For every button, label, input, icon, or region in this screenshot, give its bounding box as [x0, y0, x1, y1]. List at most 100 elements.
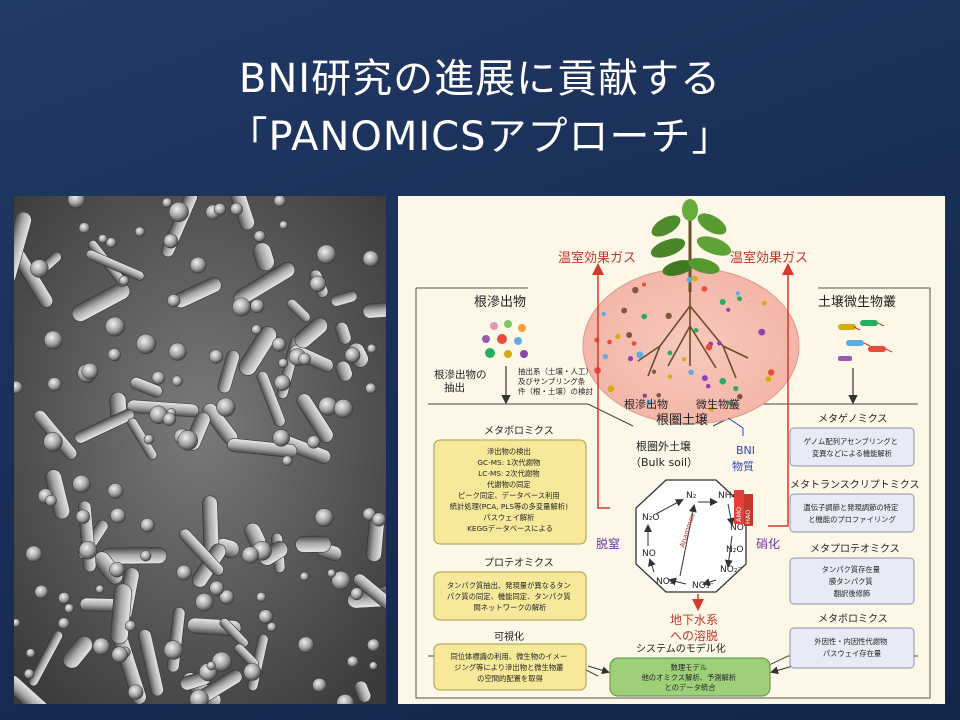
slide-title: BNI研究の進展に貢献する 「PANOMICSアプローチ」: [0, 50, 960, 166]
bni-substance-label: BNI 物質: [732, 444, 759, 473]
ghg-label-right: 温室効果ガス: [730, 250, 808, 266]
groundwater-leaching-label: 地下水系 への溶脱: [670, 613, 722, 643]
panomics-diagram: 温室効果ガス 温室効果ガス 根滲出物 根滲出物の抽出 抽出系（土壌・人工） 及び…: [398, 196, 945, 704]
rhizo-particle: [601, 311, 606, 317]
bacterium-rod: [178, 528, 224, 576]
rhizo-particle: [719, 298, 726, 305]
rhizo-particle: [667, 374, 672, 379]
bulk-soil-label: 根圏外土壌 （Bulk soil）: [630, 439, 698, 469]
bacterium-coccus: [75, 509, 91, 524]
bacterium-coccus: [346, 655, 359, 668]
bacterium-rod: [256, 371, 286, 427]
cycle-n2: N₂: [686, 491, 697, 501]
nitrogen-cycle: N₂ NH₄⁺ N₂O N₂O NO NO NO₂⁻ NO₃⁻ NO₂⁻ Ana…: [635, 479, 753, 593]
bacterium-rod: [14, 675, 57, 704]
bacterium-coccus: [167, 294, 181, 308]
bacterium-coccus: [211, 651, 232, 672]
bacterium-rod: [296, 393, 334, 443]
rhizo-exudates-label: 根滲出物: [624, 397, 668, 411]
bacterium-coccus: [168, 201, 189, 222]
metagenomics-line: ゲノム配列アセンブリングと: [804, 437, 898, 446]
bacterium-coccus: [350, 587, 364, 601]
rhizo-particle: [636, 351, 644, 359]
bacterium-coccus: [344, 347, 361, 364]
rhizo-particle: [765, 376, 772, 382]
cycle-no2-right: NO₂⁻: [720, 565, 742, 575]
metagenomics-line: 変異などによる機能解析: [812, 449, 892, 458]
denitrification-label: 脱窒: [596, 536, 620, 551]
bacterium-rod: [129, 376, 163, 398]
rhizosphere-soil-label: 根圏土壌: [656, 413, 708, 428]
metabolomics-right-text: 外因性・内因性代謝物 パスウェイ存在量: [814, 637, 889, 658]
bacterium-coccus: [110, 507, 126, 524]
bacterium-coccus: [78, 222, 90, 234]
bacterium-coccus: [136, 333, 157, 354]
bacterium-rod: [294, 317, 328, 349]
metatranscriptomics-line: 遺伝子調節と発現調節の特定: [803, 503, 898, 512]
proteomics-line: タンパク質抽出、発現量が異なるタン: [447, 581, 571, 590]
bacterium-coccus: [219, 589, 235, 605]
rhizo-particle: [701, 286, 708, 292]
rhizo-particle: [693, 328, 699, 333]
exudate-extraction-label: 根滲出物の抽出: [434, 368, 487, 394]
metabolomics-left-line: GC-MS: 1次代謝物: [477, 458, 540, 467]
modeling-line: 他のオミクス解析、予測解析: [642, 673, 737, 682]
rhizo-particle: [768, 369, 775, 376]
bacterium-coccus: [105, 316, 125, 337]
bacterium-coccus: [273, 196, 286, 207]
rhizo-particle: [692, 275, 698, 282]
cycle-amo: AMO: [735, 507, 743, 522]
bacterium-rod: [14, 211, 32, 285]
bacterium-coccus: [163, 233, 179, 249]
modeling-text: 数理モデル 他のオミクス解析、予測解析 とのデータ統合: [642, 663, 739, 692]
metabolomics-left-line: パスウェイ解析: [483, 513, 534, 522]
bacterium-coccus: [243, 663, 262, 681]
bacterium-coccus: [118, 275, 130, 286]
bacterium-coccus: [367, 638, 381, 652]
bacterium-coccus: [189, 256, 207, 274]
nitrification-label: 硝化: [756, 537, 780, 551]
modeling-box: [609, 657, 771, 697]
rhizo-particle: [762, 300, 767, 306]
bacterium-coccus: [47, 377, 62, 392]
bacterium-coccus: [67, 196, 86, 209]
bacterium-coccus: [271, 337, 287, 352]
bacterium-coccus: [274, 374, 291, 392]
bacterium-coccus: [369, 661, 378, 671]
rhizo-particle: [646, 400, 652, 406]
outer-frame: [415, 287, 931, 699]
metatranscriptomics-line: と機能のプロファイリング: [808, 515, 896, 524]
bacterium-coccus: [171, 375, 183, 387]
bacterium-coccus: [105, 237, 117, 249]
bacterium-rod: [62, 635, 93, 669]
rhizo-particle: [688, 369, 694, 376]
proteomics-title: プロテオミクス: [484, 557, 554, 569]
bacterium-rod: [330, 290, 358, 307]
rhizo-particle: [717, 340, 722, 346]
bacterium-coccus: [209, 580, 225, 596]
metagenomics-title: メタゲノミクス: [818, 413, 887, 425]
ghg-label-left: 温室効果ガス: [558, 250, 636, 266]
bacterium-coccus: [362, 250, 380, 267]
bacterium-rod: [217, 349, 240, 394]
rhizo-particle: [719, 377, 727, 385]
cycle-no2-left: NO₂⁻: [656, 577, 678, 587]
bacterium-coccus: [23, 668, 35, 680]
rhizo-particle: [607, 339, 612, 345]
bacterium-coccus: [109, 561, 125, 578]
metabolomics-left-line: LC-MS: 2次代謝物: [478, 469, 539, 478]
metatranscriptomics-title: メタトランスクリプトミクス: [790, 479, 920, 491]
bacterium-rod: [219, 618, 249, 648]
bacterium-rod: [335, 321, 352, 345]
metaproteomics-title: メタプロテオミクス: [810, 543, 900, 555]
bacterium-coccus: [107, 348, 121, 362]
cycle-hao: HAO: [744, 510, 752, 524]
bacterium-rod: [238, 326, 277, 376]
rhizo-particle: [667, 350, 673, 356]
rhizo-particle: [621, 307, 628, 314]
bacterium-coccus: [258, 609, 273, 624]
microbes-icon: [838, 320, 893, 361]
bacterium-coccus: [95, 584, 105, 594]
visualization-title: 可視化: [494, 630, 524, 643]
rhizo-particle: [701, 375, 708, 382]
